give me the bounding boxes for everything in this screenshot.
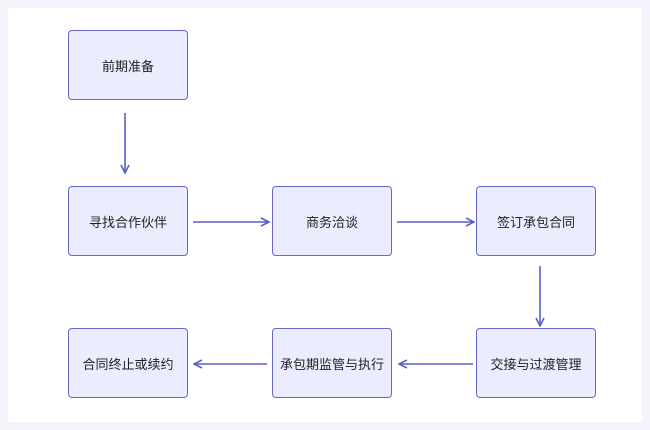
node-label: 合同终止或续约 bbox=[82, 357, 174, 373]
node-business-negotiation: 商务洽谈 bbox=[272, 186, 392, 256]
node-supervision-execution: 承包期监管与执行 bbox=[272, 328, 392, 398]
node-sign-contract: 签订承包合同 bbox=[476, 186, 596, 256]
node-label: 签订承包合同 bbox=[496, 215, 575, 231]
diagram-canvas: 前期准备 寻找合作伙伴 商务洽谈 签订承包合同 交接与过渡管理 承包期监管与执行… bbox=[8, 8, 642, 422]
node-preparation: 前期准备 bbox=[68, 30, 188, 100]
diagram-edges bbox=[8, 113, 642, 422]
node-label: 交接与过渡管理 bbox=[490, 357, 582, 373]
node-termination-renewal: 合同终止或续约 bbox=[68, 328, 188, 398]
node-label: 商务洽谈 bbox=[305, 215, 358, 231]
node-handover-transition: 交接与过渡管理 bbox=[476, 328, 596, 398]
node-label: 前期准备 bbox=[101, 59, 154, 75]
node-label: 寻找合作伙伴 bbox=[88, 215, 167, 231]
node-find-partner: 寻找合作伙伴 bbox=[68, 186, 188, 256]
node-label: 承包期监管与执行 bbox=[279, 357, 384, 373]
